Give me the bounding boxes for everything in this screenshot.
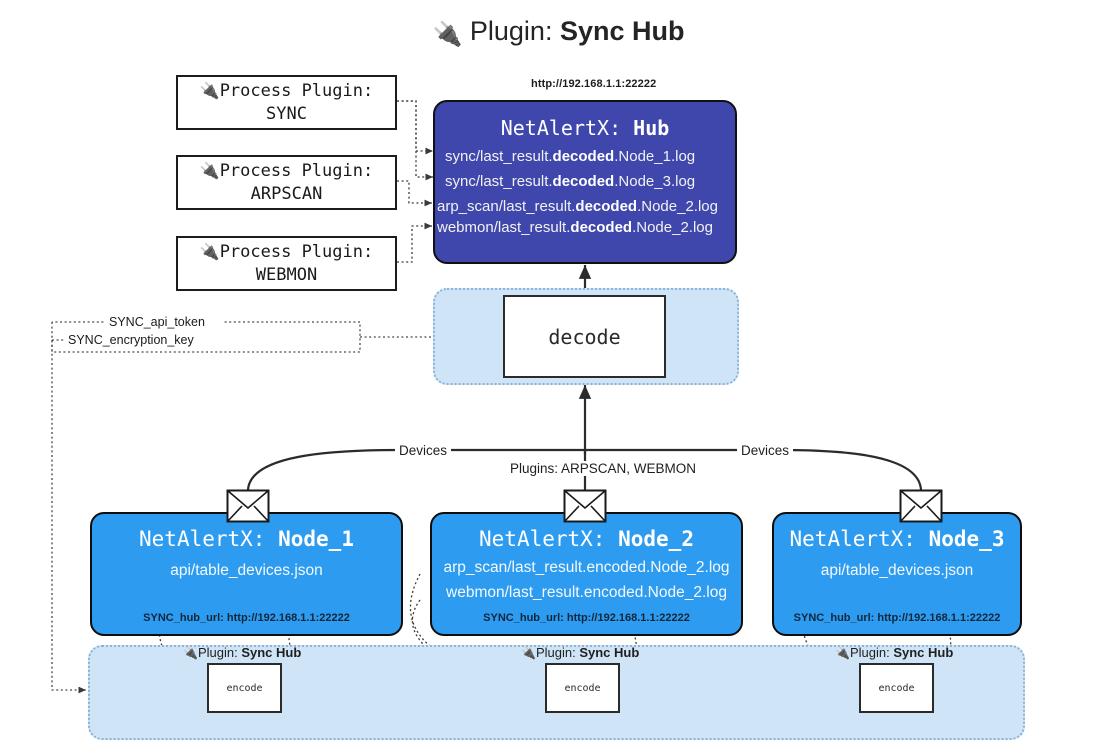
plug-icon: 🔌 — [835, 646, 850, 660]
devices-label-left: Devices — [395, 443, 452, 458]
envelope-icon — [226, 489, 270, 523]
encoder-plugin-label-1: 🔌Plugin: Sync Hub — [183, 645, 302, 660]
process-plugin-name: WEBMON — [255, 264, 318, 285]
hub-box[interactable]: NetAlertX: Hub sync/last_result.decoded.… — [433, 100, 737, 264]
node-hub-url: SYNC_hub_url: http://192.168.1.1:22222 — [483, 612, 690, 624]
sync-api-token-label: SYNC_api_token — [105, 315, 209, 329]
node-box-3[interactable]: NetAlertX: Node_3 api/table_devices.json… — [772, 512, 1022, 636]
hub-url-label: http://192.168.1.1:22222 — [531, 78, 657, 90]
node-log-line: api/table_devices.json — [170, 562, 323, 579]
page-title: 🔌 Plugin: Sync Hub — [0, 16, 1117, 49]
node-log-line: webmon/last_result.encoded.Node_2.log — [446, 584, 727, 601]
encode-box-3[interactable]: encode — [859, 663, 934, 713]
hub-header: NetAlertX: Hub — [500, 116, 670, 140]
node-log-line: arp_scan/last_result.encoded.Node_2.log — [443, 559, 730, 576]
envelope-icon — [563, 489, 607, 523]
hub-log-line: arp_scan/last_result.decoded.Node_2.log — [437, 198, 718, 215]
process-plugin-name: ARPSCAN — [250, 183, 323, 204]
process-plugin-name: SYNC — [266, 103, 307, 124]
plug-icon: 🔌 — [199, 161, 220, 181]
plugins-label-center: Plugins: ARPSCAN, WEBMON — [506, 461, 701, 476]
encode-box-1[interactable]: encode — [207, 663, 282, 713]
sync-encryption-key-label: SYNC_encryption_key — [64, 333, 198, 347]
process-plugin-arpscan[interactable]: 🔌Process Plugin: ARPSCAN — [176, 155, 397, 210]
plug-icon: 🔌 — [183, 646, 198, 660]
node-header: NetAlertX: Node_1 — [139, 527, 354, 551]
hub-log-line: webmon/last_result.decoded.Node_2.log — [437, 219, 713, 236]
node-log-line: api/table_devices.json — [820, 562, 974, 579]
process-plugin-webmon[interactable]: 🔌Process Plugin: WEBMON — [176, 236, 397, 291]
node-box-1[interactable]: NetAlertX: Node_1 api/table_devices.json… — [90, 512, 403, 636]
title-name: Sync Hub — [559, 16, 685, 46]
hub-log-line: sync/last_result.decoded.Node_3.log — [445, 173, 696, 190]
process-plugin-label: Process Plugin: — [219, 242, 374, 263]
encode-box-2[interactable]: encode — [545, 663, 620, 713]
encoder-plugin-label-2: 🔌Plugin: Sync Hub — [521, 645, 640, 660]
plug-icon: 🔌 — [521, 646, 536, 660]
hub-log-line: sync/last_result.decoded.Node_1.log — [445, 148, 696, 165]
plug-icon: 🔌 — [199, 242, 220, 262]
node-hub-url: SYNC_hub_url: http://192.168.1.1:22222 — [793, 612, 1001, 624]
process-plugin-sync[interactable]: 🔌Process Plugin: SYNC — [176, 75, 397, 130]
process-plugin-label: Process Plugin: — [219, 161, 374, 182]
node-hub-url: SYNC_hub_url: http://192.168.1.1:22222 — [143, 612, 350, 624]
node-header: NetAlertX: Node_2 — [479, 527, 694, 551]
title-prefix: Plugin: — [469, 16, 553, 46]
node-box-2[interactable]: NetAlertX: Node_2 arp_scan/last_result.e… — [430, 512, 743, 636]
envelope-icon — [899, 489, 943, 523]
plug-icon: 🔌 — [199, 81, 220, 101]
node-header: NetAlertX: Node_3 — [789, 527, 1005, 551]
decode-box[interactable]: decode — [503, 295, 666, 378]
plug-icon: 🔌 — [432, 21, 463, 48]
encoder-plugin-label-3: 🔌Plugin: Sync Hub — [835, 645, 954, 660]
devices-label-right: Devices — [737, 443, 794, 458]
process-plugin-label: Process Plugin: — [219, 81, 374, 102]
